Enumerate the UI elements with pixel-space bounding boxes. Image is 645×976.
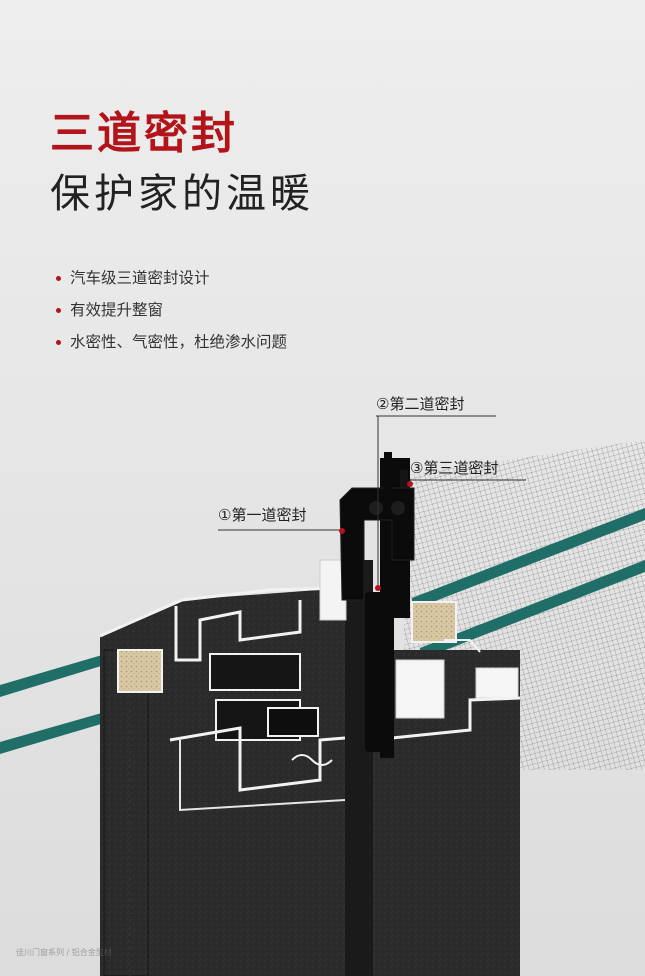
feature-item: 水密性、气密性，杜绝渗水问题 xyxy=(56,326,287,358)
right-frame xyxy=(371,601,521,976)
callout-leaders xyxy=(218,415,526,591)
page-title: 三道密封 xyxy=(50,108,238,159)
feature-list: 汽车级三道密封设计 有效提升整窗 水密性、气密性，杜绝渗水问题 xyxy=(56,262,287,358)
left-frame xyxy=(99,586,346,976)
page-subtitle: 保护家的温暖 xyxy=(50,171,314,217)
callout-third-seal: ③第三道密封 xyxy=(410,459,499,477)
sealing-strips xyxy=(319,452,415,976)
glass-panes xyxy=(0,508,645,754)
callout-second-seal: ②第二道密封 xyxy=(376,395,465,413)
watermark-text: 佳川门窗系列 / 铝合金型材 xyxy=(16,948,112,957)
feature-item: 有效提升整窗 xyxy=(56,294,287,326)
feature-item: 汽车级三道密封设计 xyxy=(56,262,287,294)
callout-first-seal: ①第一道密封 xyxy=(218,506,307,524)
